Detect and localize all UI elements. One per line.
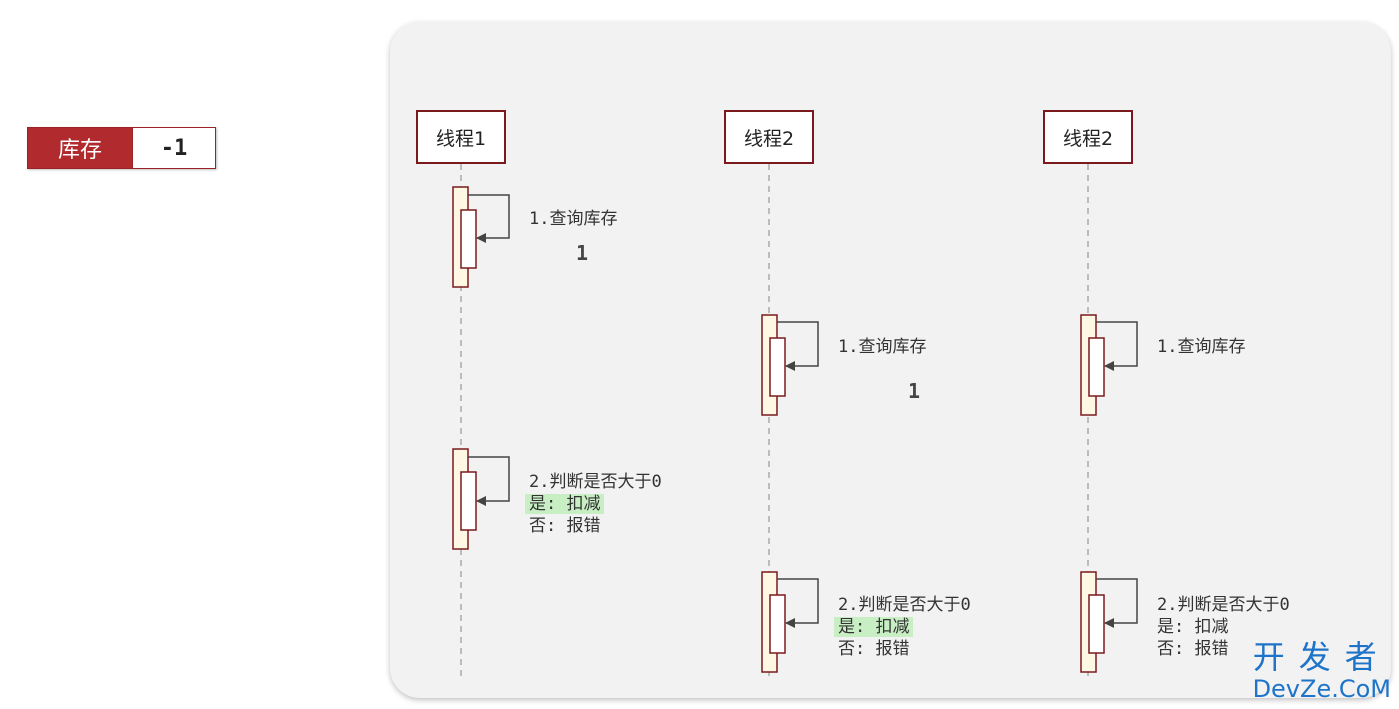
yes-deduct-highlight: 是: 扣减 (525, 494, 605, 514)
watermark-bottom: DevZe.CoM (1252, 675, 1391, 703)
activation-thread3-query (1080, 314, 1138, 416)
thread2-header: 线程2 (724, 110, 814, 164)
activation-thread2-query (761, 314, 819, 416)
sequence-diagram-panel (390, 22, 1391, 698)
thread3-header: 线程2 (1043, 110, 1133, 164)
judge-line: 2.判断是否大于0 (1157, 595, 1290, 615)
yes-deduct-highlight: 是: 扣减 (834, 617, 914, 637)
thread2-query-result: 1 (908, 379, 921, 403)
stock-indicator: 库存 -1 (27, 127, 216, 169)
thread2-query-note: 1.查询库存 (838, 337, 927, 357)
watermark: 开发者 DevZe.CoM (1253, 639, 1391, 703)
no-error-line: 否: 报错 (838, 639, 910, 659)
watermark-top: 开发者 (1252, 638, 1391, 676)
stock-label: 库存 (28, 128, 132, 168)
thread2-judge-note: 2.判断是否大于0 是: 扣减 否: 报错 (834, 594, 971, 660)
thread1-query-result: 1 (576, 241, 589, 265)
judge-line: 2.判断是否大于0 (838, 595, 971, 615)
activation-thread2-judge (761, 571, 819, 673)
no-error-line: 否: 报错 (529, 516, 601, 536)
no-error-line: 否: 报错 (1157, 639, 1229, 659)
thread3-judge-note: 2.判断是否大于0 是: 扣减 否: 报错 (1157, 594, 1290, 660)
stock-value: -1 (132, 128, 215, 168)
thread3-query-note: 1.查询库存 (1157, 337, 1246, 357)
activation-thread1-query (452, 186, 510, 288)
thread1-header: 线程1 (416, 110, 506, 164)
thread1-judge-note: 2.判断是否大于0 是: 扣减 否: 报错 (525, 471, 662, 537)
activation-thread3-judge (1080, 571, 1138, 673)
thread1-query-note: 1.查询库存 (529, 209, 618, 229)
judge-line: 2.判断是否大于0 (529, 472, 662, 492)
activation-thread1-judge (452, 448, 510, 550)
yes-deduct-line: 是: 扣减 (1157, 617, 1229, 637)
